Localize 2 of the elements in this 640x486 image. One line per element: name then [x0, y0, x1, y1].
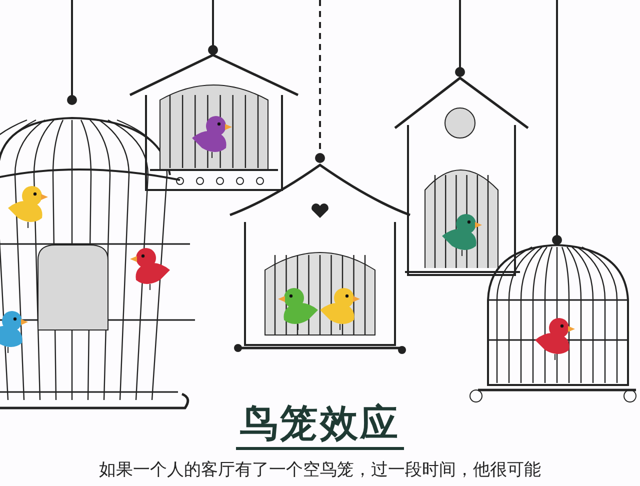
title: 鸟笼效应 — [236, 401, 404, 450]
caption-text: 如果一个人的客厅有了一个空鸟笼，过一段时间，他很可能 — [99, 460, 541, 480]
